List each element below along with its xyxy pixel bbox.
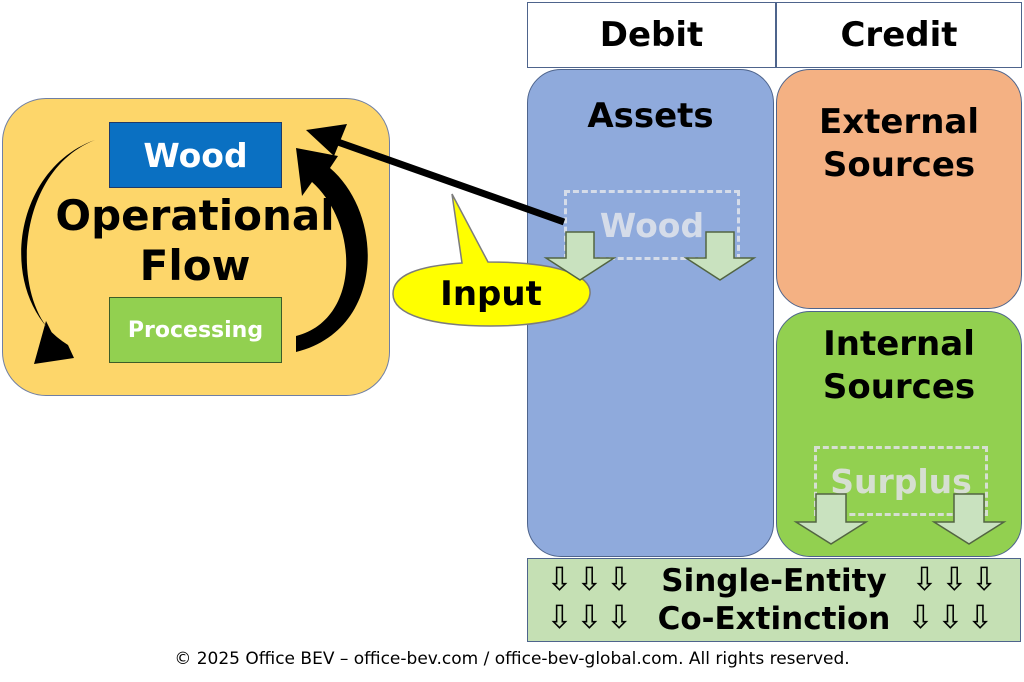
surplus-dashed-label: Surplus: [814, 446, 988, 516]
assets-wood-dashed-label: Wood: [564, 190, 740, 260]
co-extinction-band: [527, 558, 1021, 642]
wood-box: Wood: [109, 122, 282, 188]
assets-label: Assets: [587, 96, 714, 136]
down-arrows-left-bottom: ⇩⇩⇩: [546, 598, 636, 636]
down-arrows-left-top: ⇩⇩⇩: [546, 560, 636, 598]
assets-down-arrow-right: [683, 231, 757, 281]
processing-label: Processing: [127, 317, 264, 343]
external-sources-label: External Sources: [776, 100, 1022, 188]
credit-header: Credit: [776, 2, 1022, 68]
operational-flow-title-line1: Operational: [55, 191, 335, 240]
input-arrow-head: [306, 124, 347, 156]
debit-header-label: Debit: [599, 15, 704, 55]
input-arrow-shaft: [333, 137, 566, 226]
down-arrows-right-top: ⇩⇩⇩: [911, 560, 1001, 598]
copyright-notice: © 2025 Office BEV – office-bev.com / off…: [174, 649, 850, 669]
external-sources-block: [776, 69, 1022, 309]
internal-sources-line1: Internal: [823, 324, 975, 364]
external-sources-line1: External: [818, 102, 980, 142]
cycle-arrow-up: [296, 148, 368, 352]
surplus-text: Surplus: [830, 461, 972, 501]
debit-header: Debit: [527, 2, 776, 68]
co-extinction-text: Single-Entity Co-Extinction: [648, 558, 900, 642]
input-callout-label: Input: [440, 274, 542, 314]
operational-flow-title-line2: Flow: [139, 241, 251, 290]
co-extinction-label: Co-Extinction: [657, 601, 891, 637]
down-arrows-right-bottom: ⇩⇩⇩: [907, 598, 997, 636]
operational-flow-title: Operational Flow: [40, 190, 350, 292]
internal-down-arrow-left: [793, 493, 869, 545]
internal-sources-label: Internal Sources: [776, 322, 1022, 410]
processing-box: Processing: [109, 297, 282, 363]
assets-down-arrow-left: [543, 231, 617, 281]
internal-sources-line2: Sources: [822, 367, 976, 407]
credit-header-label: Credit: [840, 15, 958, 55]
external-sources-line2: Sources: [822, 145, 976, 185]
assets-wood-text: Wood: [599, 205, 705, 245]
internal-down-arrow-right: [931, 493, 1007, 545]
wood-label: Wood: [143, 135, 248, 175]
single-entity-label: Single-Entity: [661, 563, 887, 599]
